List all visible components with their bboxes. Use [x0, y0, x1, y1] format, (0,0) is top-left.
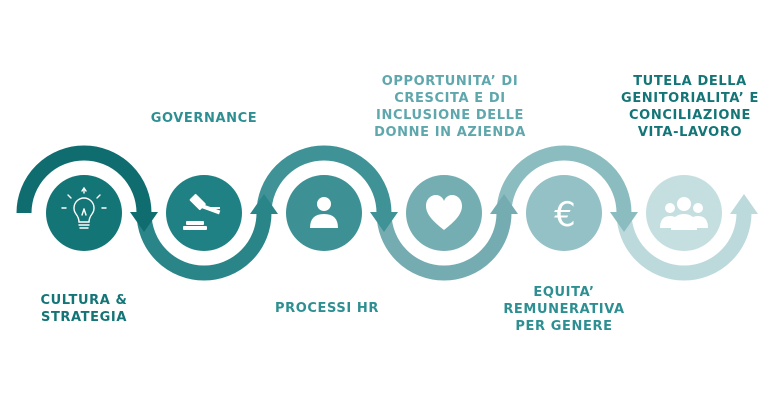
label-line: OPPORTUNITA’ DI — [381, 74, 519, 89]
label-line: GOVERNANCE — [150, 111, 258, 126]
label-line: CULTURA & — [40, 293, 128, 308]
arrowhead-up-6 — [730, 194, 758, 214]
lightbulb-icon — [61, 186, 107, 229]
label-line: PROCESSI HR — [274, 301, 379, 316]
arrowhead-up-4 — [490, 194, 518, 214]
label-line: TUTELA DELLA — [633, 74, 747, 89]
label-tutela: TUTELA DELLA GENITORIALITA’ E CONCILIAZION… — [612, 73, 768, 141]
ribbon-arc-4 — [376, 212, 512, 281]
ribbon-arc-5 — [496, 145, 632, 214]
arrowhead-down-1 — [130, 212, 158, 232]
label-cultura-strategia: CULTURA & STRATEGIA — [18, 292, 150, 326]
label-line: CONCILIAZIONE — [629, 108, 751, 123]
arrowheads — [130, 194, 758, 232]
label-line: INCLUSIONE DELLE — [376, 108, 524, 123]
step-circle-governance — [166, 175, 242, 251]
step-circle-equita — [526, 175, 602, 251]
step-circle-processi — [286, 175, 362, 251]
label-line: CRESCITA E DI — [394, 91, 506, 106]
label-line: REMUNERATIVA — [503, 302, 625, 317]
svg-text:€: € — [554, 195, 576, 235]
step-circle-tutela — [646, 175, 722, 251]
arrowhead-down-3 — [370, 212, 398, 232]
ribbon-arc-3 — [256, 145, 392, 214]
label-line: PER GENERE — [515, 319, 613, 334]
label-processi-hr: PROCESSI HR — [262, 300, 392, 317]
label-line: STRATEGIA — [40, 310, 127, 325]
ribbon-arc-1 — [16, 145, 152, 214]
label-equita: EQUITA’ REMUNERATIVA PER GENERE — [498, 284, 630, 335]
arrowhead-down-5 — [610, 212, 638, 232]
gavel-icon — [183, 193, 221, 230]
label-line: DONNE IN AZIENDA — [374, 125, 526, 140]
step-circle-cultura — [46, 175, 122, 251]
ribbon-arc-6 — [616, 212, 752, 281]
ribbon — [16, 145, 752, 281]
label-line: EQUITA’ — [533, 285, 595, 300]
heart-icon — [426, 195, 462, 230]
step-circles — [46, 175, 722, 251]
person-icon — [310, 197, 338, 228]
label-line: GENITORIALITA’ E — [621, 91, 759, 106]
label-line: VITA-LAVORO — [637, 125, 743, 140]
label-opportunita: OPPORTUNITA’ DI CRESCITA E DI INCLUSIONE D… — [372, 73, 528, 141]
ribbon-arc-2 — [136, 212, 272, 281]
arrowhead-up-2 — [250, 194, 278, 214]
label-governance: GOVERNANCE — [140, 110, 268, 127]
euro-icon: € — [554, 195, 576, 235]
group-icon — [660, 197, 708, 230]
